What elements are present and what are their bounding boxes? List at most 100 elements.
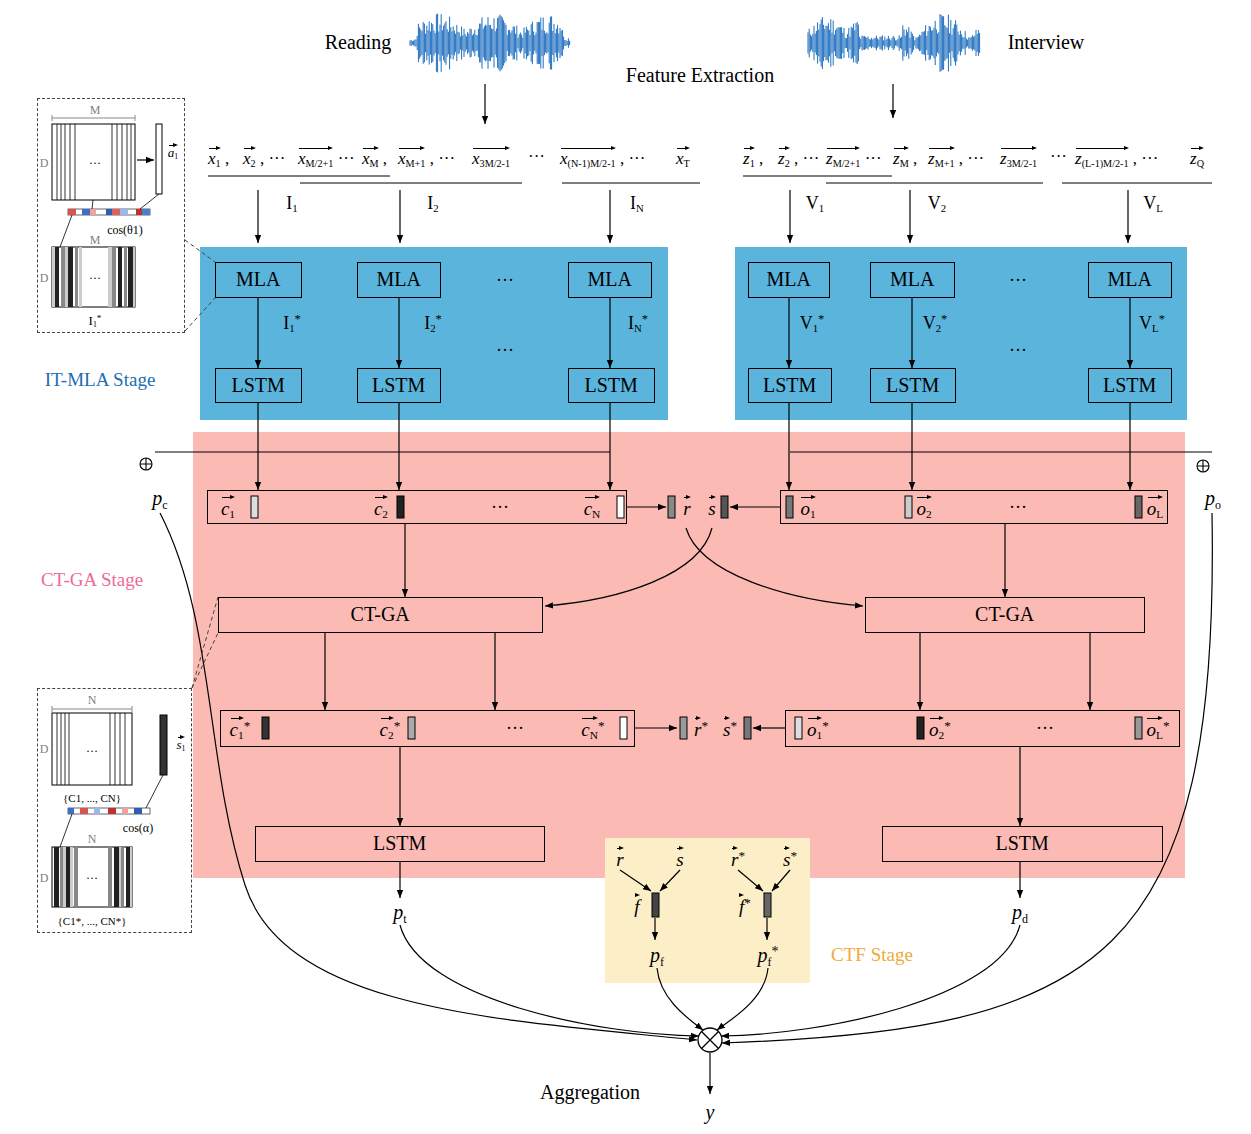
node-text: ··· [1009,340,1027,360]
diagram-label: z3M/2-1 [1000,149,1037,168]
vector-symbol: xM [362,145,379,169]
feature-bar [744,717,751,739]
node-text: D [40,742,49,756]
symbol-superscript: * [97,313,102,323]
score-cell [112,209,120,215]
symbol-base: z [893,149,900,168]
symbol-superscript: * [944,718,951,733]
symbol-base: x [560,149,568,168]
text-holder: LSTM [1103,374,1156,397]
feature-bar [786,496,793,518]
cross-arrow [545,528,712,606]
arrow [789,190,790,243]
waveform [808,14,980,72]
symbol-subscript: 1 [174,153,178,162]
attention-block: MLA [748,262,830,298]
text-holder: s* [723,715,737,741]
text-holder: CT-GA [975,603,1034,626]
text-holder: D [40,739,49,757]
diagram-label: IN [630,193,644,213]
text-holder: MLA [890,268,934,291]
vector-symbol: x(N-1)M/2-1 [560,145,616,169]
symbol-subscript: 2 [939,729,945,741]
symbol-subscript: M [370,158,379,169]
diagram-label: Aggregation [540,1081,640,1103]
symbol-base: z [1000,149,1007,168]
text-holder: ··· [89,153,101,171]
symbol-subscript: f [768,954,772,968]
symbol-subscript: 2 [926,508,932,520]
diagram-label: I1* [283,313,301,333]
text-holder: ··· [528,147,545,167]
node-text: MLA [1107,268,1151,290]
symbol-superscript: * [822,718,829,733]
text-holder: ··· [1009,270,1027,291]
lstm-block: LSTM [215,368,302,403]
matrix-stripe [63,847,132,907]
symbol-superscript: * [295,312,301,326]
symbol-tail: , ··· [616,149,646,168]
symbol-subscript: 2 [430,322,435,334]
text-holder: M [90,230,101,248]
arrow [753,727,785,728]
symbol-base: o [916,498,926,519]
vector-symbol: oL [1147,494,1163,520]
node-text: o2* [929,719,951,740]
vector-symbol: xM/2+1 [298,145,333,169]
aggregation-curve [160,513,697,1040]
vector-symbol: s [708,494,715,520]
feature-bar [251,496,258,518]
lstm-block: LSTM [1088,368,1172,403]
connector-arrow [1004,524,1005,597]
plus-circle [140,458,152,470]
symbol-tail: , ··· [256,149,286,168]
vector-symbol: o1 [800,494,815,520]
text-holder: ··· [496,270,514,291]
node-text: ··· [89,156,101,170]
symbol-subscript: N [636,202,644,214]
symbol-base: r [683,498,690,519]
text-holder: D [40,868,49,886]
aggregation-curve [722,513,1212,1043]
node-text: {C1*, ..., CN*} [58,915,127,927]
node-text: a1 [168,145,178,160]
node-text: ··· [1009,270,1027,290]
symbol-base: c [380,719,388,740]
text-holder: I1* [89,311,102,329]
symbol-base: s [783,849,790,870]
lstm-block: LSTM [568,368,655,403]
symbol-base: p [152,487,162,509]
node-text: LSTM [886,374,939,396]
diagram-label: r* [694,719,708,740]
text-holder: o1 [800,494,815,520]
node-text: MLA [766,268,810,290]
symbol-superscript: * [1159,312,1165,326]
symbol-subscript: M+1 [935,158,955,169]
text-holder: CT-GA Stage [41,569,143,591]
symbol-base: a [168,145,175,160]
vector-symbol: o1 [807,715,822,741]
plus-cross [1197,460,1209,472]
symbol-base: o [1146,719,1156,740]
text-holder: IN [630,193,644,214]
diagram-label: x(N-1)M/2-1 , ··· [560,149,645,168]
text-holder: f* [739,892,751,918]
arrow [257,190,258,243]
symbol-base: c [584,498,592,519]
node-text: I1* [89,313,102,328]
vector-symbol: a1 [168,142,178,161]
text-holder: xM , [362,145,387,169]
diagram-label: Interview [1008,31,1085,53]
symbol-subscript: M [900,158,909,169]
symbol-subscript: 1 [229,508,235,520]
symbol-superscript: * [738,848,745,863]
node-text: ··· [86,744,98,758]
text-holder: oL* [1146,715,1169,741]
diagram-label: zM , [893,149,917,168]
diagram-label: r [683,498,690,519]
vector-symbol: s1 [177,734,186,753]
node-text: M [90,233,101,247]
score-cell [90,209,96,215]
symbol-base: I [630,193,636,213]
